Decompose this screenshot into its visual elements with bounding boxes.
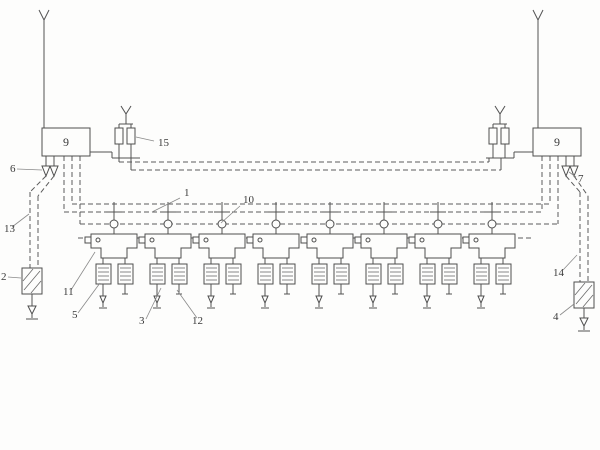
vent-fork-icon: [494, 105, 501, 115]
compressor-box-right: 9: [532, 127, 582, 157]
frl-unit-right: [486, 105, 533, 159]
label-1: 1: [151, 187, 190, 213]
intake-fork-icon: [532, 9, 539, 21]
valve-unit-5: [300, 201, 354, 309]
compressor-box-left: 9: [41, 127, 91, 157]
svg-text:6: 6: [10, 163, 16, 175]
label-15: 15: [135, 136, 170, 149]
valve-unit-4: [246, 201, 300, 309]
valve-unit-7: [408, 201, 462, 309]
valve-unit-2: [138, 201, 192, 309]
svg-text:2: 2: [1, 271, 7, 283]
hatching: [22, 268, 42, 294]
frl-unit-left: [90, 105, 140, 159]
box-right-label: 9: [554, 135, 560, 149]
label-12: 12: [176, 289, 203, 327]
pilot-lines: [118, 158, 502, 171]
svg-text:11: 11: [63, 286, 74, 298]
check-valve-icon: [561, 165, 571, 178]
intake-fork-icon: [38, 9, 45, 21]
valve-units-row: [84, 201, 516, 309]
air-intake-right: [532, 9, 544, 128]
label-6: 6: [10, 163, 43, 175]
check-valves-left: [41, 156, 59, 178]
down-arrow-icon: [579, 317, 589, 328]
drain-box-left: [21, 267, 43, 320]
check-valve-icon: [569, 165, 579, 178]
label-5: 5: [72, 282, 101, 321]
label-10: 10: [220, 194, 255, 224]
svg-text:14: 14: [553, 267, 565, 279]
drain-line-left: [29, 175, 55, 268]
air-intake-left: [38, 9, 50, 128]
drain-box-right: [573, 281, 595, 332]
label-14: 14: [553, 254, 578, 279]
label-3: 3: [139, 287, 162, 327]
label-11: 11: [63, 251, 96, 298]
vent-fork-icon: [120, 105, 127, 115]
svg-text:7: 7: [578, 173, 584, 185]
svg-text:5: 5: [72, 309, 78, 321]
valve-unit-6: [354, 201, 408, 309]
label-2: 2: [1, 271, 22, 283]
box-left-label: 9: [63, 135, 69, 149]
check-valve-icon: [41, 165, 51, 178]
label-4: 4: [553, 303, 575, 323]
reference-labels: 1 10 15 6 13 2 11 5: [1, 136, 584, 327]
check-valves-right: [561, 156, 579, 178]
label-7: 7: [568, 171, 584, 185]
drain-line-right: [565, 175, 589, 282]
svg-text:3: 3: [139, 315, 145, 327]
svg-text:4: 4: [553, 311, 559, 323]
svg-text:13: 13: [4, 223, 16, 235]
svg-text:15: 15: [158, 137, 170, 149]
check-valve-icon: [49, 165, 59, 178]
down-arrow-icon: [27, 305, 37, 316]
label-13: 13: [4, 213, 30, 235]
hatching: [574, 282, 594, 308]
svg-text:10: 10: [243, 194, 255, 206]
valve-unit-3: [192, 201, 246, 309]
svg-text:12: 12: [192, 315, 203, 327]
svg-text:1: 1: [184, 187, 190, 199]
main-bus: [63, 156, 559, 239]
valve-unit-8: [462, 201, 516, 309]
